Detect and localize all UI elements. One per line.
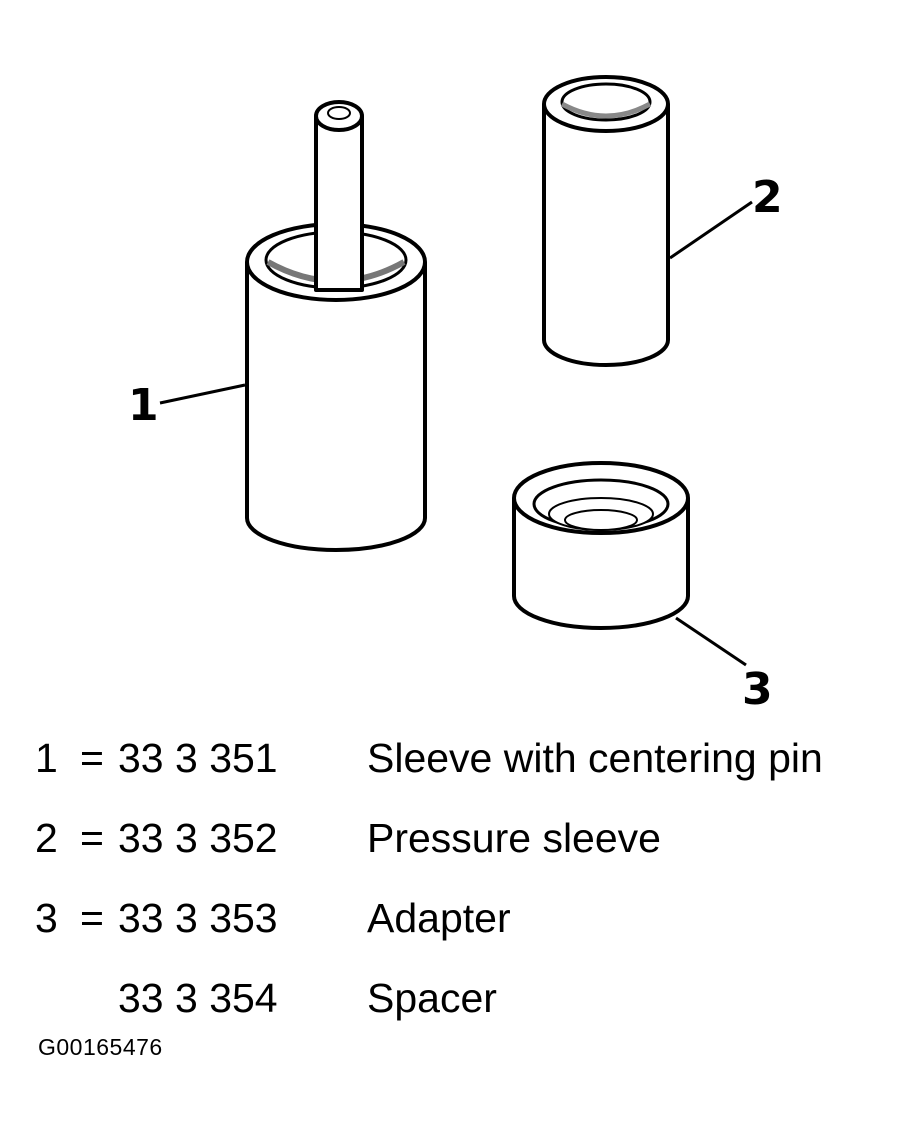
legend-row: 1 = 33 3 351 Sleeve with centering pin bbox=[0, 728, 909, 788]
legend-description: Adapter bbox=[367, 895, 511, 941]
legend-part-number: 33 3 351 bbox=[118, 735, 278, 781]
sleeve-with-centering-pin-part bbox=[159, 100, 427, 552]
adapter-part bbox=[512, 461, 747, 667]
legend-part-number: 33 3 352 bbox=[118, 815, 278, 861]
legend-description: Spacer bbox=[367, 975, 497, 1021]
legend-part-number: 33 3 354 bbox=[118, 975, 278, 1021]
legend-index: 3 bbox=[35, 895, 58, 941]
legend-index: 2 bbox=[35, 815, 58, 861]
pressure-sleeve-part bbox=[542, 75, 753, 367]
legend-row: 2 = 33 3 352 Pressure sleeve bbox=[0, 808, 909, 868]
callout-2: 2 bbox=[752, 172, 783, 223]
figure-id: G00165476 bbox=[38, 1034, 163, 1060]
legend-part-number: 33 3 353 bbox=[118, 895, 278, 941]
legend-equals: = bbox=[80, 895, 104, 941]
legend-row: 3 = 33 3 353 Adapter bbox=[0, 888, 909, 948]
legend-description: Sleeve with centering pin bbox=[367, 735, 823, 781]
tool-illustration bbox=[159, 75, 753, 667]
legend-equals: = bbox=[80, 815, 104, 861]
legend-description: Pressure sleeve bbox=[367, 815, 661, 861]
legend-equals: = bbox=[80, 735, 104, 781]
callout-1: 1 bbox=[128, 380, 159, 431]
legend-row: 33 3 354 Spacer bbox=[0, 968, 909, 1028]
callout-3: 3 bbox=[742, 664, 773, 715]
legend-index: 1 bbox=[35, 735, 58, 781]
